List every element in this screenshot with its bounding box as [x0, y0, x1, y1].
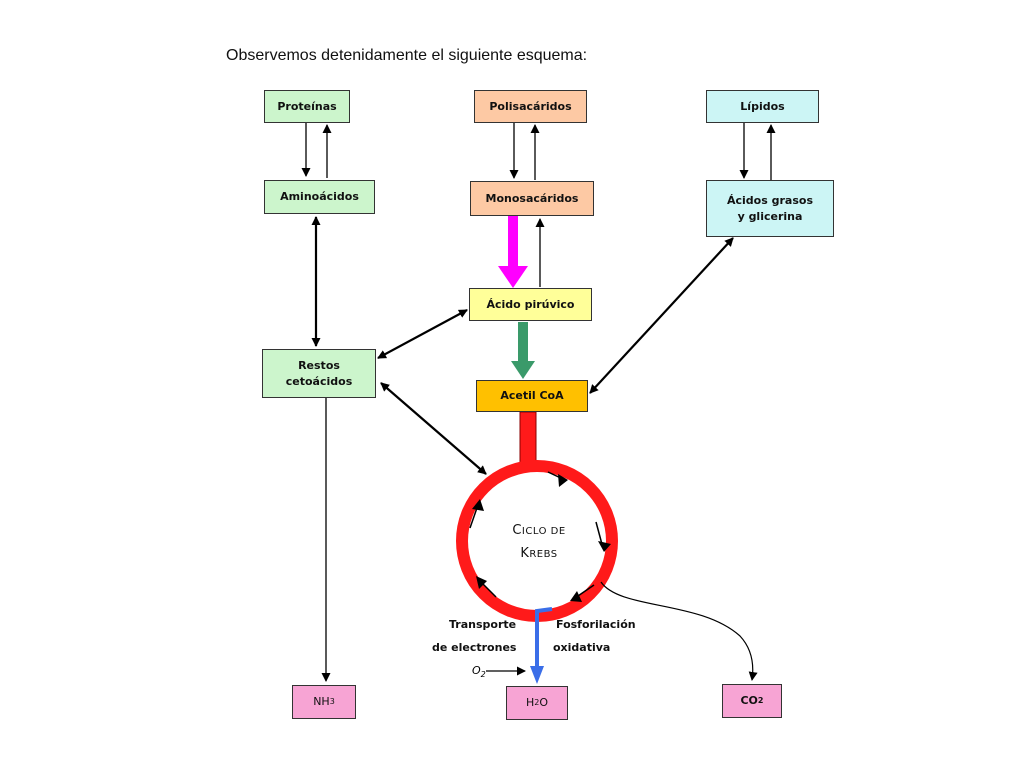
nh3-sub: 3 [329, 697, 335, 707]
krebs-line1-rest: ICLO DE [521, 526, 566, 537]
node-aminoacidos: Aminoácidos [264, 180, 375, 214]
arrow-krebs-h2o [530, 607, 553, 684]
nh3-main: NH [313, 695, 330, 709]
krebs-line1-cap: C [512, 523, 522, 538]
krebs-label-line1: CICLO DE [494, 520, 584, 543]
page-heading: Observemos detenidamente el siguiente es… [226, 47, 588, 64]
node-restos-line2: cetoácidos [285, 374, 353, 388]
krebs-direction-arrows [469, 471, 611, 602]
node-proteinas: Proteínas [264, 90, 350, 123]
node-polisacaridos: Polisacáridos [474, 90, 587, 123]
krebs-line2-rest: REBS [529, 549, 558, 560]
krebs-line2-cap: K [520, 546, 530, 561]
arrow-restos-piruvico [377, 309, 468, 359]
arrow-monosacaridos-piruvico [498, 216, 528, 288]
node-monosacaridos: Monosacáridos [470, 181, 594, 216]
node-acidos-grasos-line2: y glicerina [737, 209, 803, 223]
node-restos-cetoacidos: Restos cetoácidos [262, 349, 376, 398]
arrow-acidos-grasos-acetil [589, 237, 734, 394]
krebs-label-line2: KREBS [494, 543, 584, 566]
co2-main: CO [740, 694, 758, 708]
label-transporte-1: Transporte [449, 618, 517, 631]
o2-sub: 2 [480, 670, 486, 680]
node-acetil-coa: Acetil CoA [476, 380, 588, 412]
node-restos-line1: Restos [298, 358, 340, 372]
label-transporte-2: de electrones [432, 641, 517, 654]
arrow-krebs-co2 [600, 581, 758, 681]
node-lipidos: Lípidos [706, 90, 819, 123]
arrow-restos-krebs [380, 382, 487, 475]
node-acido-piruvico: Ácido pirúvico [469, 288, 592, 321]
h2o-sub: 2 [534, 698, 540, 708]
arrow-piruvico-acetil [511, 322, 535, 379]
bar-acetil-krebs [519, 411, 537, 467]
label-fosforilacion-2: oxidativa [553, 641, 611, 654]
h2o-h: H [525, 696, 535, 710]
label-o2: O2 [472, 664, 486, 679]
h2o-o: O [539, 696, 549, 710]
node-acidos-grasos: Ácidos grasos y glicerina [706, 180, 834, 237]
krebs-label: CICLO DE KREBS [494, 520, 584, 566]
node-acidos-grasos-line1: Ácidos grasos [727, 193, 813, 207]
co2-sub: 2 [757, 696, 764, 706]
label-fosforilacion-1: Fosforilación [556, 618, 636, 631]
o2-main: O [472, 664, 481, 677]
